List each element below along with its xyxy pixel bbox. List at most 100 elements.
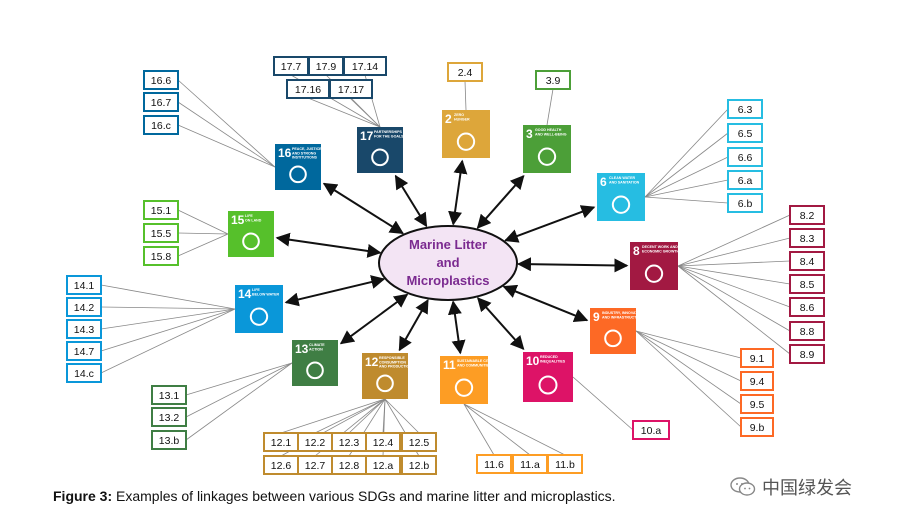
- target-box-8-5: 8.5: [789, 274, 825, 294]
- target-label: 8.3: [800, 233, 815, 245]
- connector-6.6: [644, 156, 729, 198]
- target-box-13-2: 13.2: [151, 407, 187, 427]
- sdg-title-line: REDUCED: [540, 355, 558, 359]
- center-node: Marine Litter and Microplastics: [378, 225, 518, 301]
- arrow-sdg-14: [284, 275, 386, 307]
- watermark-text: 中国绿发会: [762, 478, 852, 499]
- sdg-title-line: CLEAN WATER: [609, 176, 635, 180]
- sdg-title-line: AND PRODUCTION: [379, 365, 412, 369]
- target-box-12-b: 12.b: [401, 455, 437, 475]
- target-label: 8.8: [800, 326, 815, 338]
- target-box-17-9: 17.9: [308, 56, 344, 76]
- sdg-number: 15: [231, 213, 245, 227]
- sdg-3-icon: [537, 147, 557, 166]
- connector-14.7: [100, 308, 236, 352]
- target-box-8-8: 8.8: [789, 321, 825, 341]
- target-box-17-7: 17.7: [273, 56, 309, 76]
- sdg-title-line: SUSTAINABLE CITIES: [457, 359, 495, 363]
- target-box-6-6: 6.6: [727, 147, 763, 167]
- target-box-12-8: 12.8: [331, 455, 367, 475]
- connector-17.17: [350, 97, 381, 128]
- center-line-1: Marine Litter: [409, 237, 487, 252]
- target-box-8-2: 8.2: [789, 205, 825, 225]
- target-box-16-7: 16.7: [143, 92, 179, 112]
- target-box-13-1: 13.1: [151, 385, 187, 405]
- target-box-14-3: 14.3: [66, 319, 102, 339]
- target-label: 12.5: [409, 437, 430, 449]
- connector-6.a: [644, 179, 729, 198]
- connector-15.8: [177, 233, 229, 257]
- sdg-title-line: ZERO: [454, 113, 464, 117]
- connector-16.6: [177, 79, 276, 168]
- target-label: 12.4: [373, 437, 394, 449]
- connector-14.1: [100, 284, 236, 310]
- connector-10.a: [572, 376, 634, 431]
- target-label: 14.7: [74, 346, 95, 358]
- arrow-sdg-12: [398, 299, 429, 352]
- target-label: 15.5: [151, 228, 172, 240]
- target-box-14-2: 14.2: [66, 297, 102, 317]
- target-box-15-1: 15.1: [143, 200, 179, 220]
- sdg-13-icon: [306, 361, 324, 380]
- target-box-6-b: 6.b: [727, 193, 763, 213]
- target-label: 12.2: [305, 437, 326, 449]
- target-label: 17.17: [338, 84, 364, 96]
- connector-9.5: [635, 330, 742, 405]
- target-box-2-4: 2.4: [447, 62, 483, 82]
- target-box-16-6: 16.6: [143, 70, 179, 90]
- arrow-sdg-10: [477, 297, 525, 351]
- target-label: 12.3: [339, 437, 360, 449]
- sdg-title-line: DECENT WORK AND: [642, 245, 678, 249]
- target-box-3-9: 3.9: [535, 70, 571, 90]
- target-label: 8.6: [800, 302, 815, 314]
- target-box-6-a: 6.a: [727, 170, 763, 190]
- target-label: 2.4: [458, 67, 473, 79]
- arrow-sdg-2: [448, 159, 468, 226]
- sdg-15-icon: [242, 232, 260, 251]
- connector-14.2: [100, 306, 236, 310]
- sdg-11-icon: [454, 378, 474, 397]
- connector-8.4: [677, 260, 791, 267]
- target-box-17-16: 17.16: [286, 79, 330, 99]
- target-box-12-1: 12.1: [263, 432, 299, 452]
- sdg-number: 12: [365, 355, 379, 369]
- target-label: 8.2: [800, 210, 815, 222]
- sdg-14-icon: [249, 307, 269, 326]
- target-box-13-b: 13.b: [151, 430, 187, 450]
- connector-14.3: [100, 308, 236, 330]
- target-box-12-a: 12.a: [365, 455, 401, 475]
- target-label: 17.16: [295, 84, 321, 96]
- connector-11.b: [463, 403, 566, 456]
- sdg-title-line: INDUSTRY, INNOVATION: [602, 311, 644, 315]
- target-label: 8.5: [800, 279, 815, 291]
- target-label: 16.c: [151, 120, 171, 132]
- sdg-title-line: ON LAND: [245, 218, 262, 222]
- connector-13.b: [185, 362, 293, 441]
- target-box-9-b: 9.b: [740, 417, 774, 437]
- target-label: 11.6: [484, 459, 504, 471]
- arrow-sdg-13: [339, 293, 409, 345]
- connector-16.c: [177, 124, 276, 168]
- target-label: 8.9: [800, 349, 815, 361]
- target-label: 11.b: [555, 459, 575, 471]
- sdg-number: 2: [445, 112, 452, 126]
- target-label: 8.4: [800, 256, 815, 268]
- connector-8.9: [677, 265, 791, 355]
- target-label: 6.3: [738, 104, 753, 116]
- target-box-8-6: 8.6: [789, 297, 825, 317]
- target-box-8-4: 8.4: [789, 251, 825, 271]
- connector-11.a: [463, 403, 531, 456]
- sdg-title-line: CLIMATE: [309, 343, 325, 347]
- target-label: 6.6: [738, 152, 753, 164]
- watermark: 中国绿发会: [730, 474, 852, 500]
- target-label: 3.9: [546, 75, 561, 87]
- connector-9.4: [635, 330, 742, 382]
- target-label: 14.2: [74, 302, 95, 314]
- target-label: 13.1: [159, 390, 180, 402]
